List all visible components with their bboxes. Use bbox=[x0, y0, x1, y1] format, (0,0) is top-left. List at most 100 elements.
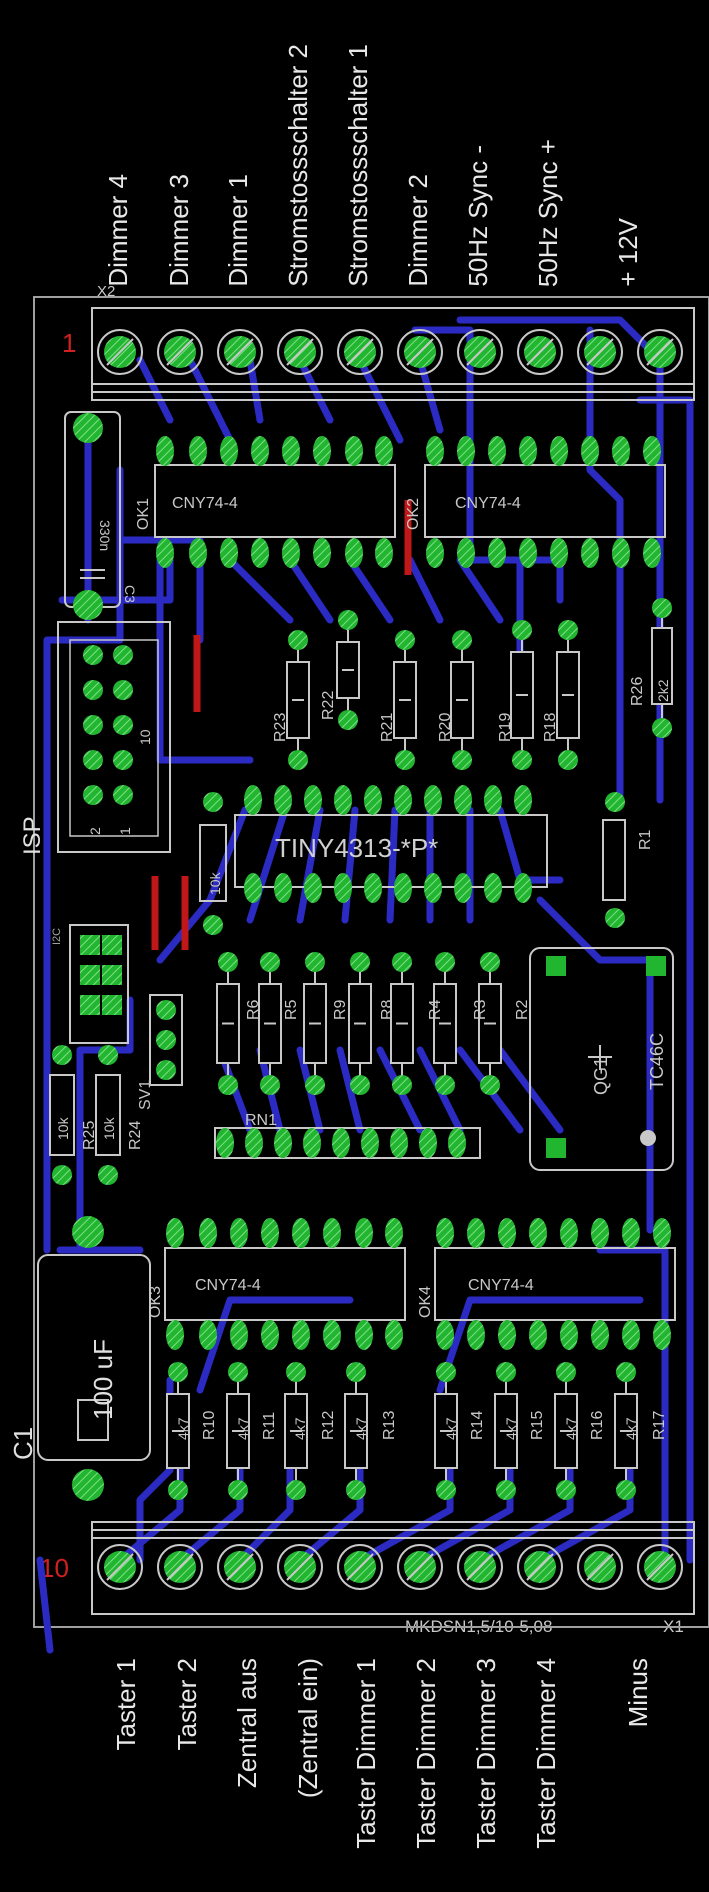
sv1-pad bbox=[156, 1030, 176, 1050]
i2c-pad bbox=[80, 995, 100, 1015]
ok-pad bbox=[220, 538, 238, 568]
qg1-value: TC46C bbox=[647, 1033, 667, 1090]
mcu-pad bbox=[244, 785, 262, 815]
mcu-pad bbox=[304, 785, 322, 815]
isp-pin-10: 10 bbox=[137, 729, 153, 745]
r3-label: R3 bbox=[472, 999, 489, 1020]
ok-pad bbox=[282, 538, 300, 568]
x2-pad bbox=[217, 329, 263, 375]
mcu-pad bbox=[364, 785, 382, 815]
ok-pad bbox=[323, 1320, 341, 1350]
ok-pad bbox=[230, 1218, 248, 1248]
ok-pad bbox=[292, 1218, 310, 1248]
ok-pad bbox=[550, 436, 568, 466]
ok-pad bbox=[251, 538, 269, 568]
r22-label: R22 bbox=[320, 691, 337, 720]
rn1-pad bbox=[245, 1128, 263, 1158]
ok-pad bbox=[591, 1320, 609, 1350]
resistor-network-rn1 bbox=[214, 1127, 481, 1159]
resistor-r1 bbox=[602, 792, 626, 928]
ok-pad bbox=[529, 1218, 547, 1248]
r13-value: 4k7 bbox=[353, 1417, 369, 1440]
i2c-label: I2C bbox=[51, 928, 63, 945]
ok-pad bbox=[156, 436, 174, 466]
resistor bbox=[434, 1362, 458, 1500]
c3-value: 330n bbox=[97, 520, 113, 551]
r11-ref: R11 bbox=[261, 1412, 278, 1440]
ok-pad bbox=[581, 538, 599, 568]
ok-pad bbox=[426, 538, 444, 568]
isp-pin-1: 1 bbox=[117, 827, 133, 835]
mcu-pad bbox=[514, 785, 532, 815]
r15-ref: R15 bbox=[529, 1411, 546, 1440]
mcu-pad bbox=[424, 785, 442, 815]
ok-pad bbox=[189, 436, 207, 466]
wire-bridges bbox=[151, 500, 412, 950]
ok-pad bbox=[261, 1218, 279, 1248]
x2-pad bbox=[637, 329, 683, 375]
r25-value: 10k bbox=[55, 1116, 71, 1140]
ok-pad bbox=[345, 538, 363, 568]
ok-pad bbox=[292, 1320, 310, 1350]
resistors-bottom bbox=[166, 1362, 638, 1500]
r5-label: R5 bbox=[283, 999, 300, 1020]
ok-pad bbox=[560, 1320, 578, 1350]
r6-label: R6 bbox=[245, 999, 262, 1020]
x1-pad bbox=[277, 1544, 323, 1590]
ok-pad bbox=[467, 1218, 485, 1248]
r25-ref: R25 bbox=[81, 1121, 98, 1150]
ok-pad bbox=[230, 1320, 248, 1350]
i2c-pad bbox=[80, 935, 100, 955]
ok-pad bbox=[457, 436, 475, 466]
resistor-r26 bbox=[651, 598, 673, 738]
ok-pad bbox=[622, 1320, 640, 1350]
r17-value: 4k7 bbox=[623, 1417, 639, 1440]
connector-x1-pads bbox=[97, 1544, 683, 1590]
resistor bbox=[286, 630, 310, 770]
i2c-pad bbox=[102, 995, 122, 1015]
mcu-value: TINY4313-*P* bbox=[275, 833, 438, 863]
sv1-label: SV1 bbox=[137, 1080, 154, 1110]
resistor bbox=[450, 630, 474, 770]
resistors-middle bbox=[216, 952, 502, 1095]
c1-ref: C1 bbox=[8, 1427, 38, 1460]
ok-pad bbox=[467, 1320, 485, 1350]
rn1-pad bbox=[419, 1128, 437, 1158]
r11-value: 4k7 bbox=[235, 1417, 251, 1440]
ok-pad bbox=[653, 1320, 671, 1350]
resistor bbox=[284, 1362, 308, 1500]
ok-pad bbox=[457, 538, 475, 568]
isp-pad bbox=[83, 645, 103, 665]
ok3-value: CNY74-4 bbox=[195, 1277, 261, 1294]
x1-pad bbox=[97, 1544, 143, 1590]
isp-pad bbox=[113, 750, 133, 770]
ok-pad bbox=[612, 538, 630, 568]
resistor bbox=[510, 620, 534, 770]
x2-pad bbox=[457, 329, 503, 375]
x1-pad bbox=[457, 1544, 503, 1590]
x1-pad bbox=[217, 1544, 263, 1590]
resistor-10k-mcu bbox=[199, 792, 227, 935]
r16-ref: R16 bbox=[589, 1411, 606, 1440]
x1-pad bbox=[397, 1544, 443, 1590]
r4-label: R4 bbox=[427, 999, 444, 1020]
c1-value: 100 uF bbox=[88, 1339, 118, 1420]
ok-pad bbox=[189, 538, 207, 568]
ok-pad bbox=[313, 436, 331, 466]
isp-label: ISP bbox=[19, 816, 46, 855]
resistor bbox=[554, 1362, 578, 1500]
resistor bbox=[336, 610, 360, 730]
r15-value: 4k7 bbox=[503, 1417, 519, 1440]
ok1-value: CNY74-4 bbox=[172, 495, 238, 512]
rn1-label: RN1 bbox=[245, 1112, 277, 1129]
resistor bbox=[393, 630, 417, 770]
ok-pad bbox=[488, 436, 506, 466]
ok-pad bbox=[156, 538, 174, 568]
isp-pads bbox=[83, 645, 133, 805]
r-mcu-value: 10k bbox=[207, 871, 223, 895]
mcu-pad bbox=[454, 785, 472, 815]
ok-pad bbox=[498, 1218, 516, 1248]
ok-pad bbox=[622, 1218, 640, 1248]
ok-pad bbox=[282, 436, 300, 466]
r24-ref: R24 bbox=[127, 1121, 144, 1150]
